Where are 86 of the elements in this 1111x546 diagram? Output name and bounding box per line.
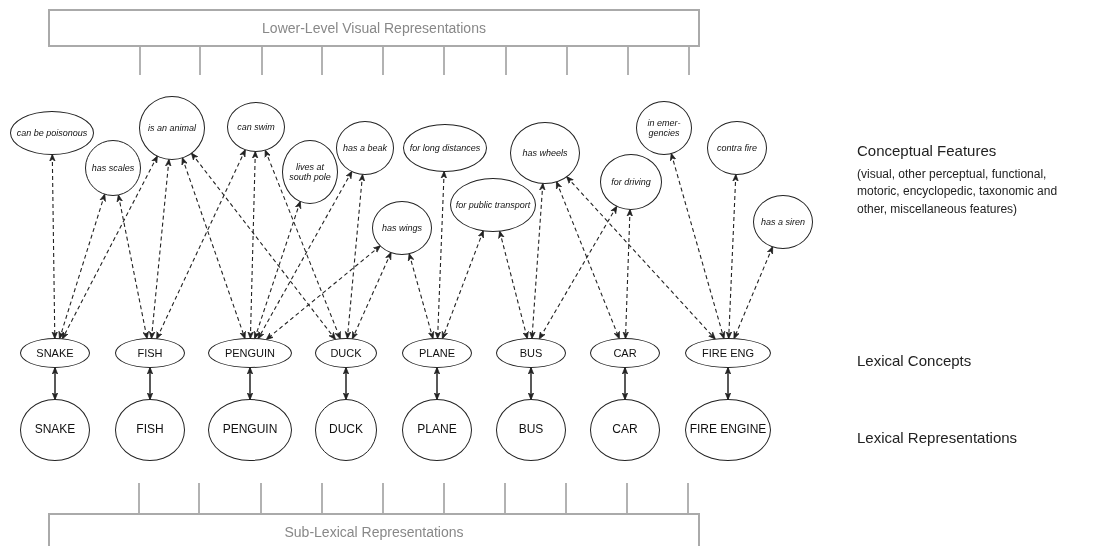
dashed-arrow bbox=[566, 176, 716, 340]
double-arrow bbox=[51, 366, 59, 401]
feature-ellipse: can swim bbox=[227, 102, 285, 152]
dashed-arrow bbox=[191, 152, 336, 340]
connector-line bbox=[627, 46, 629, 76]
double-arrow bbox=[146, 366, 154, 401]
concept-ellipse: CAR bbox=[590, 338, 660, 368]
connector-line bbox=[321, 46, 323, 76]
word-ellipse: DUCK bbox=[315, 399, 377, 461]
dashed-arrow bbox=[407, 253, 435, 340]
dashed-arrow bbox=[556, 181, 620, 340]
feature-ellipse: lives at south pole bbox=[282, 140, 338, 204]
connector-line bbox=[566, 46, 568, 76]
connector-line bbox=[443, 46, 445, 76]
connector-line bbox=[443, 482, 445, 514]
connector-line bbox=[382, 46, 384, 76]
connector-line bbox=[626, 482, 628, 514]
dashed-arrow bbox=[149, 158, 172, 340]
feature-ellipse: for public transport bbox=[450, 178, 536, 232]
feature-ellipse: has wheels bbox=[510, 122, 580, 184]
dashed-arrow bbox=[538, 205, 618, 340]
layer-heading: Lexical Representations bbox=[857, 428, 1018, 448]
feature-ellipse: has a beak bbox=[336, 121, 394, 175]
connector-line bbox=[261, 46, 263, 76]
dashed-arrow bbox=[49, 153, 58, 340]
dashed-arrow bbox=[441, 230, 484, 340]
feature-ellipse: has scales bbox=[85, 140, 141, 196]
layer-heading: Lexical Concepts bbox=[857, 351, 972, 371]
connector-line bbox=[687, 482, 689, 514]
dashed-arrow bbox=[61, 155, 158, 340]
concept-ellipse: PENGUIN bbox=[208, 338, 292, 368]
connector-line bbox=[260, 482, 262, 514]
feature-ellipse: for driving bbox=[600, 154, 662, 210]
dashed-arrow bbox=[257, 170, 353, 340]
concept-ellipse: FISH bbox=[115, 338, 185, 368]
layer-band: Sub-Lexical Representations bbox=[48, 513, 700, 546]
dashed-arrow bbox=[344, 173, 366, 340]
concept-ellipse: BUS bbox=[496, 338, 566, 368]
connector-line bbox=[199, 46, 201, 76]
dashed-arrow bbox=[351, 252, 392, 340]
connector-line bbox=[688, 46, 690, 76]
word-ellipse: SNAKE bbox=[20, 399, 90, 461]
layer-note: (visual, other perceptual, functional, motoric, encyclopedic, taxonomic and other, miscellaneous features) bbox=[857, 166, 1059, 218]
connector-line bbox=[565, 482, 567, 514]
dashed-arrow bbox=[725, 173, 739, 340]
connector-line bbox=[198, 482, 200, 514]
dashed-arrow bbox=[58, 193, 106, 340]
concept-ellipse: PLANE bbox=[402, 338, 472, 368]
feature-ellipse: has wings bbox=[372, 201, 432, 255]
dashed-arrow bbox=[253, 200, 302, 340]
dashed-arrow bbox=[264, 149, 341, 340]
dashed-arrow bbox=[529, 182, 546, 340]
feature-ellipse: contra fire bbox=[707, 121, 767, 175]
concept-ellipse: SNAKE bbox=[20, 338, 90, 368]
connector-line bbox=[321, 482, 323, 514]
feature-ellipse: in emer- gencies bbox=[636, 101, 692, 155]
feature-ellipse: for long distances bbox=[403, 124, 487, 172]
concept-ellipse: FIRE ENG bbox=[685, 338, 771, 368]
dashed-arrow bbox=[265, 245, 381, 340]
double-arrow bbox=[527, 366, 535, 401]
dashed-arrow bbox=[181, 157, 246, 340]
connector-line bbox=[382, 482, 384, 514]
connector-line bbox=[504, 482, 506, 514]
connector-line bbox=[505, 46, 507, 76]
word-ellipse: BUS bbox=[496, 399, 566, 461]
layer-band: Lower-Level Visual Representations bbox=[48, 9, 700, 47]
dashed-arrow bbox=[733, 246, 773, 340]
word-ellipse: PLANE bbox=[402, 399, 472, 461]
feature-ellipse: is an animal bbox=[139, 96, 205, 160]
dashed-arrow bbox=[670, 153, 726, 340]
word-ellipse: FIRE ENGINE bbox=[685, 399, 771, 461]
word-ellipse: PENGUIN bbox=[208, 399, 292, 461]
word-ellipse: CAR bbox=[590, 399, 660, 461]
dashed-arrow bbox=[498, 230, 529, 340]
double-arrow bbox=[724, 366, 732, 401]
dashed-arrow bbox=[247, 150, 259, 340]
connector-line bbox=[138, 482, 140, 514]
dashed-arrow bbox=[156, 149, 246, 340]
layer-heading: Conceptual Features bbox=[857, 141, 997, 161]
concept-ellipse: DUCK bbox=[315, 338, 377, 368]
connector-line bbox=[139, 46, 141, 76]
feature-ellipse: has a siren bbox=[753, 195, 813, 249]
dashed-arrow bbox=[116, 194, 149, 340]
feature-ellipse: can be poisonous bbox=[10, 111, 94, 155]
word-ellipse: FISH bbox=[115, 399, 185, 461]
double-arrow bbox=[342, 366, 350, 401]
